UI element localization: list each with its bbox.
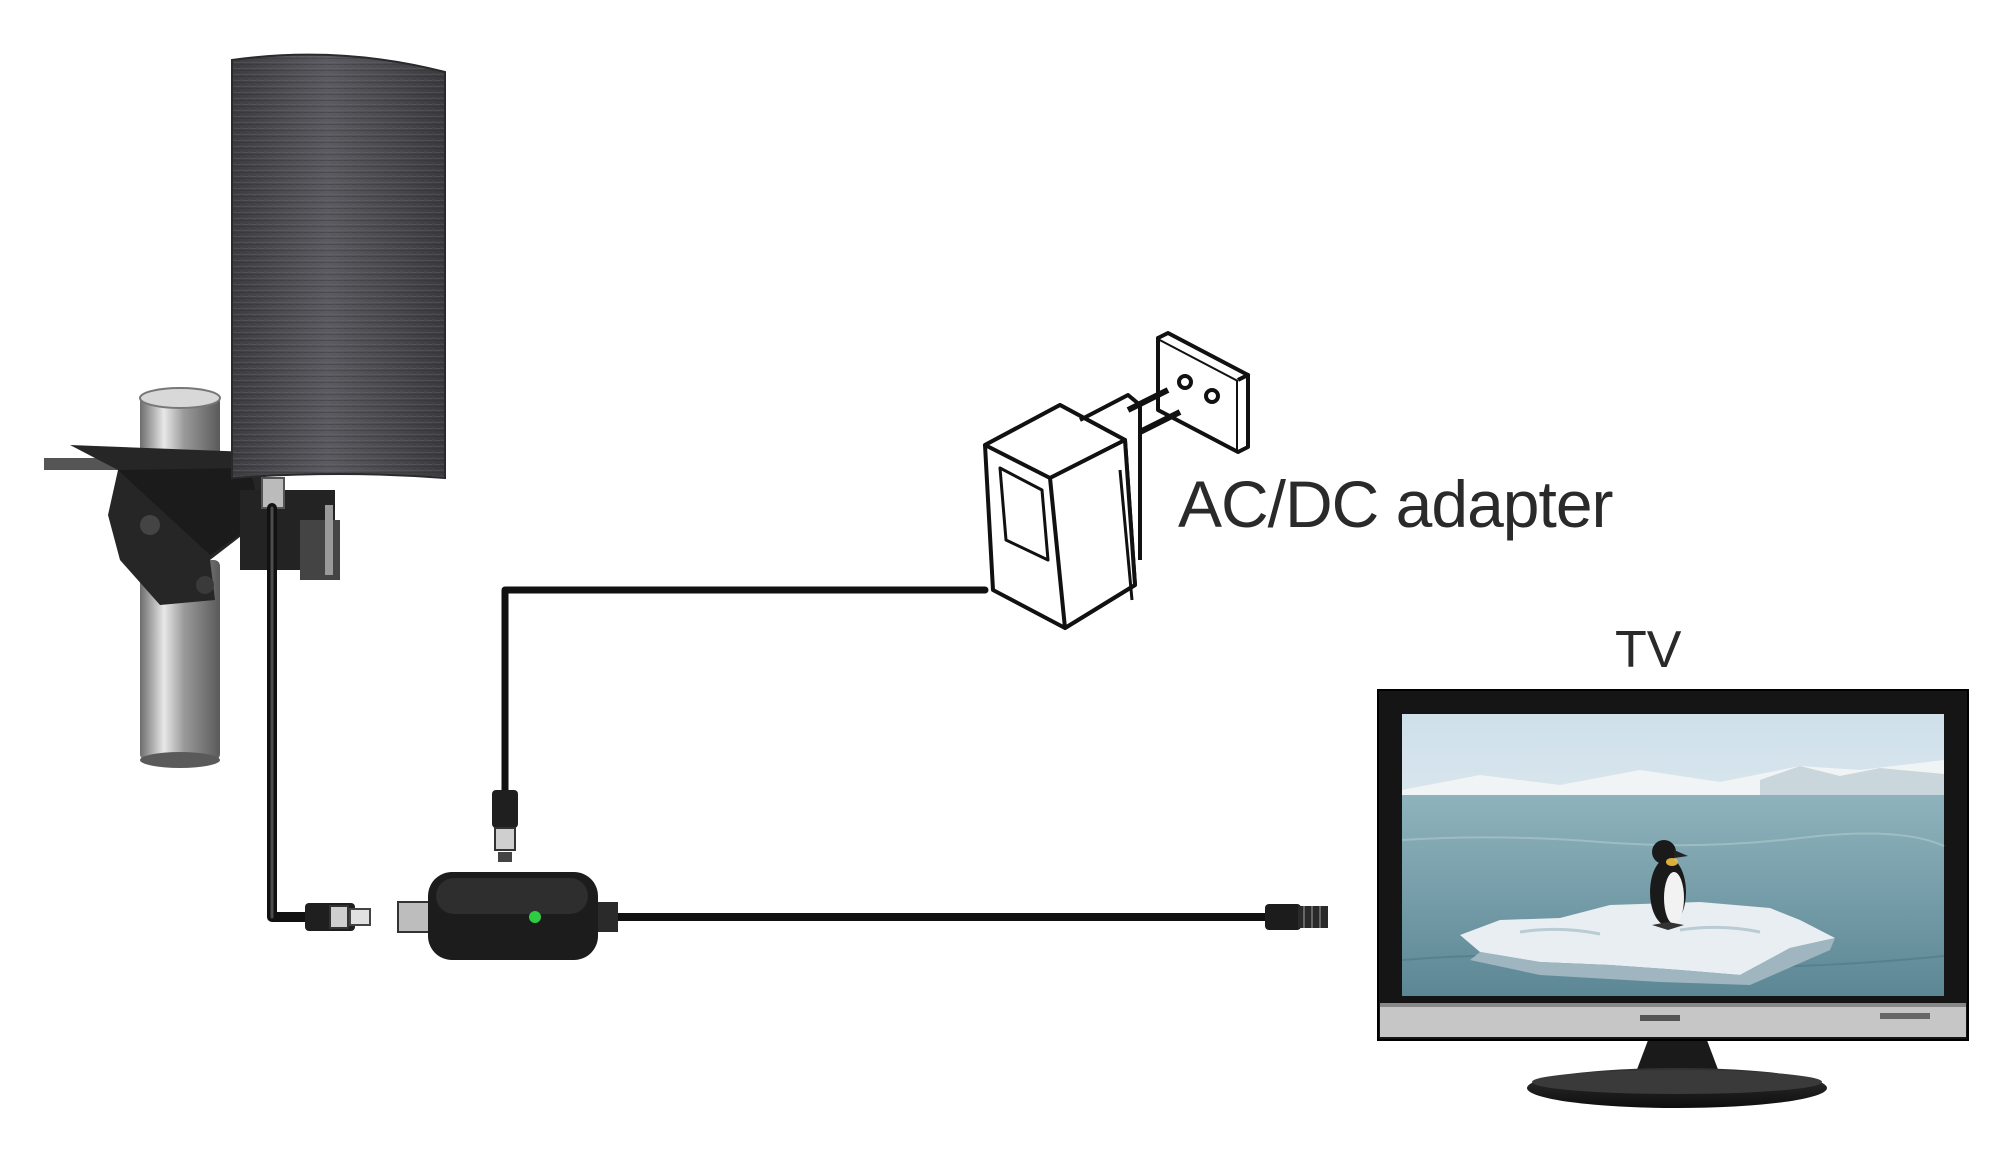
adapter-label: AC/DC adapter: [1178, 467, 1614, 541]
wall-socket-icon: [1156, 331, 1250, 454]
ac-dc-power-adapter-icon: [983, 331, 1250, 630]
signal-amplifier-icon: [397, 872, 618, 960]
antenna-cable: [267, 503, 315, 922]
tv-screen: [1401, 714, 1945, 996]
status-led: [529, 911, 541, 923]
mast-pipe: [140, 560, 220, 760]
power-cable: [501, 586, 989, 804]
f-connector-tv: [1265, 904, 1328, 930]
penguin-icon: [1650, 840, 1688, 930]
outdoor-panel-antenna-icon: [44, 53, 446, 768]
power-plug-connector: [492, 790, 518, 862]
coax-cables: [267, 503, 1274, 922]
antenna-panel: [231, 53, 446, 480]
tv-label: TV: [1615, 621, 1682, 679]
flat-screen-tv-icon: [1377, 689, 1969, 1108]
mounting-bracket: [44, 445, 340, 605]
f-connector-input: [305, 903, 371, 931]
